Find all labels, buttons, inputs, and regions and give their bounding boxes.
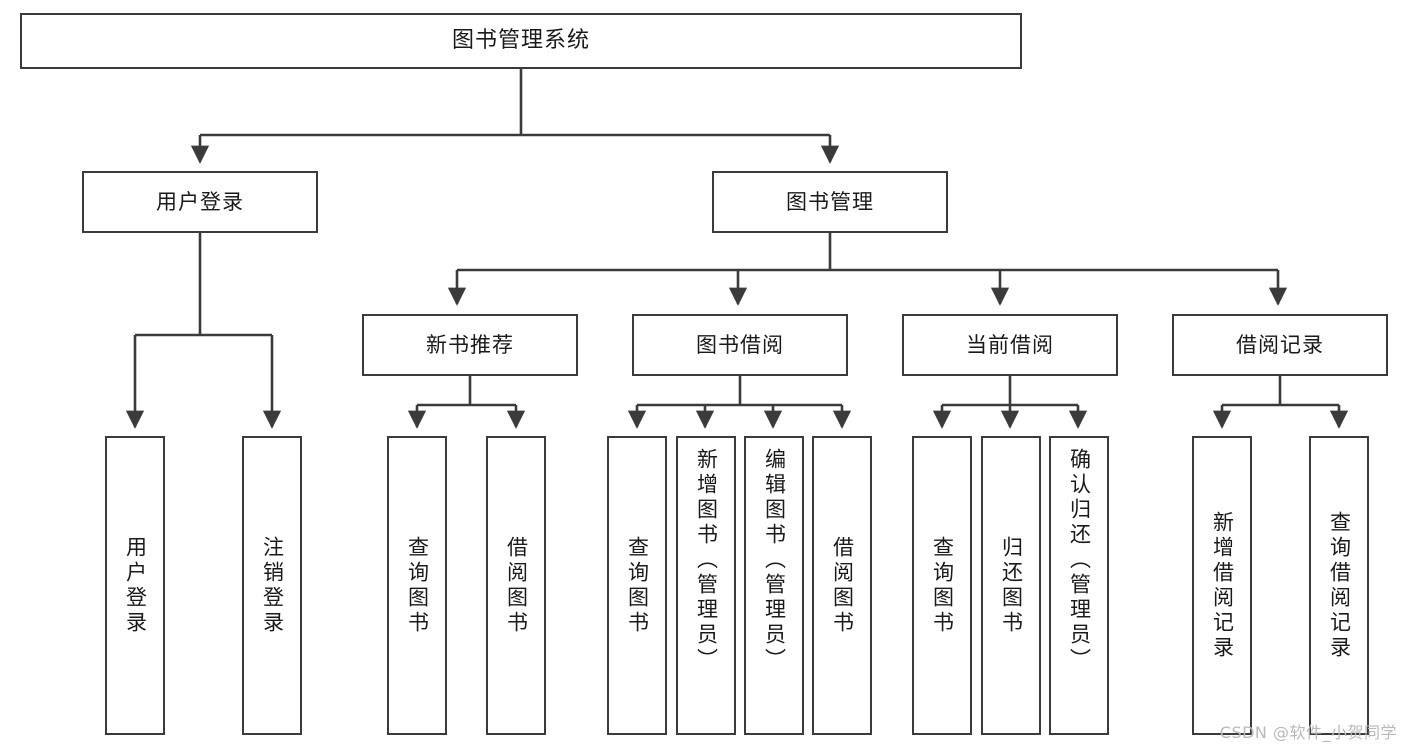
node-label: 图书管理 (786, 189, 874, 214)
leaf-query-book-borrow[interactable]: 查询图书 (607, 436, 667, 735)
node-new-book-recommend[interactable]: 新书推荐 (362, 314, 578, 376)
node-label: 新增图书（管理员） (694, 448, 719, 673)
node-label: 归还图书 (999, 535, 1024, 636)
node-label: 借阅图书 (504, 535, 529, 636)
node-label: 借阅记录 (1236, 332, 1324, 357)
node-book-management[interactable]: 图书管理 (712, 171, 948, 233)
node-label: 用户登录 (156, 189, 244, 214)
watermark-text: CSDN @软件_小贺同学 (1219, 723, 1397, 742)
leaf-borrow-book[interactable]: 借阅图书 (812, 436, 872, 735)
node-book-borrow[interactable]: 图书借阅 (632, 314, 848, 376)
node-label: 新增借阅记录 (1210, 510, 1235, 661)
node-user-login[interactable]: 用户登录 (82, 171, 318, 233)
leaf-add-book-admin[interactable]: 新增图书（管理员） (676, 436, 736, 735)
node-label: 编辑图书（管理员） (762, 448, 787, 673)
leaf-logout-login[interactable]: 注销登录 (242, 436, 302, 735)
node-label: 查询图书 (405, 535, 430, 636)
node-label: 注销登录 (260, 535, 285, 636)
leaf-user-login[interactable]: 用户登录 (105, 436, 165, 735)
node-label: 借阅图书 (830, 535, 855, 636)
node-label: 查询图书 (930, 535, 955, 636)
node-label: 新书推荐 (426, 332, 514, 357)
leaf-confirm-return-admin[interactable]: 确认归还（管理员） (1049, 436, 1109, 735)
node-label: 图书管理系统 (451, 28, 590, 54)
node-root-book-management-system[interactable]: 图书管理系统 (20, 13, 1022, 69)
leaf-return-book[interactable]: 归还图书 (981, 436, 1041, 735)
node-label: 用户登录 (123, 535, 148, 636)
node-label: 确认归还（管理员） (1067, 448, 1092, 673)
node-label: 当前借阅 (966, 332, 1054, 357)
node-borrow-record[interactable]: 借阅记录 (1172, 314, 1388, 376)
node-label: 图书借阅 (696, 332, 784, 357)
node-label: 查询借阅记录 (1327, 510, 1352, 661)
leaf-query-book-recommend[interactable]: 查询图书 (387, 436, 447, 735)
leaf-query-book-current[interactable]: 查询图书 (912, 436, 972, 735)
leaf-add-borrow-record[interactable]: 新增借阅记录 (1192, 436, 1252, 735)
leaf-borrow-book-recommend[interactable]: 借阅图书 (486, 436, 546, 735)
node-label: 查询图书 (625, 535, 650, 636)
node-current-borrow[interactable]: 当前借阅 (902, 314, 1118, 376)
leaf-edit-book-admin[interactable]: 编辑图书（管理员） (744, 436, 804, 735)
leaf-query-borrow-record[interactable]: 查询借阅记录 (1309, 436, 1369, 735)
